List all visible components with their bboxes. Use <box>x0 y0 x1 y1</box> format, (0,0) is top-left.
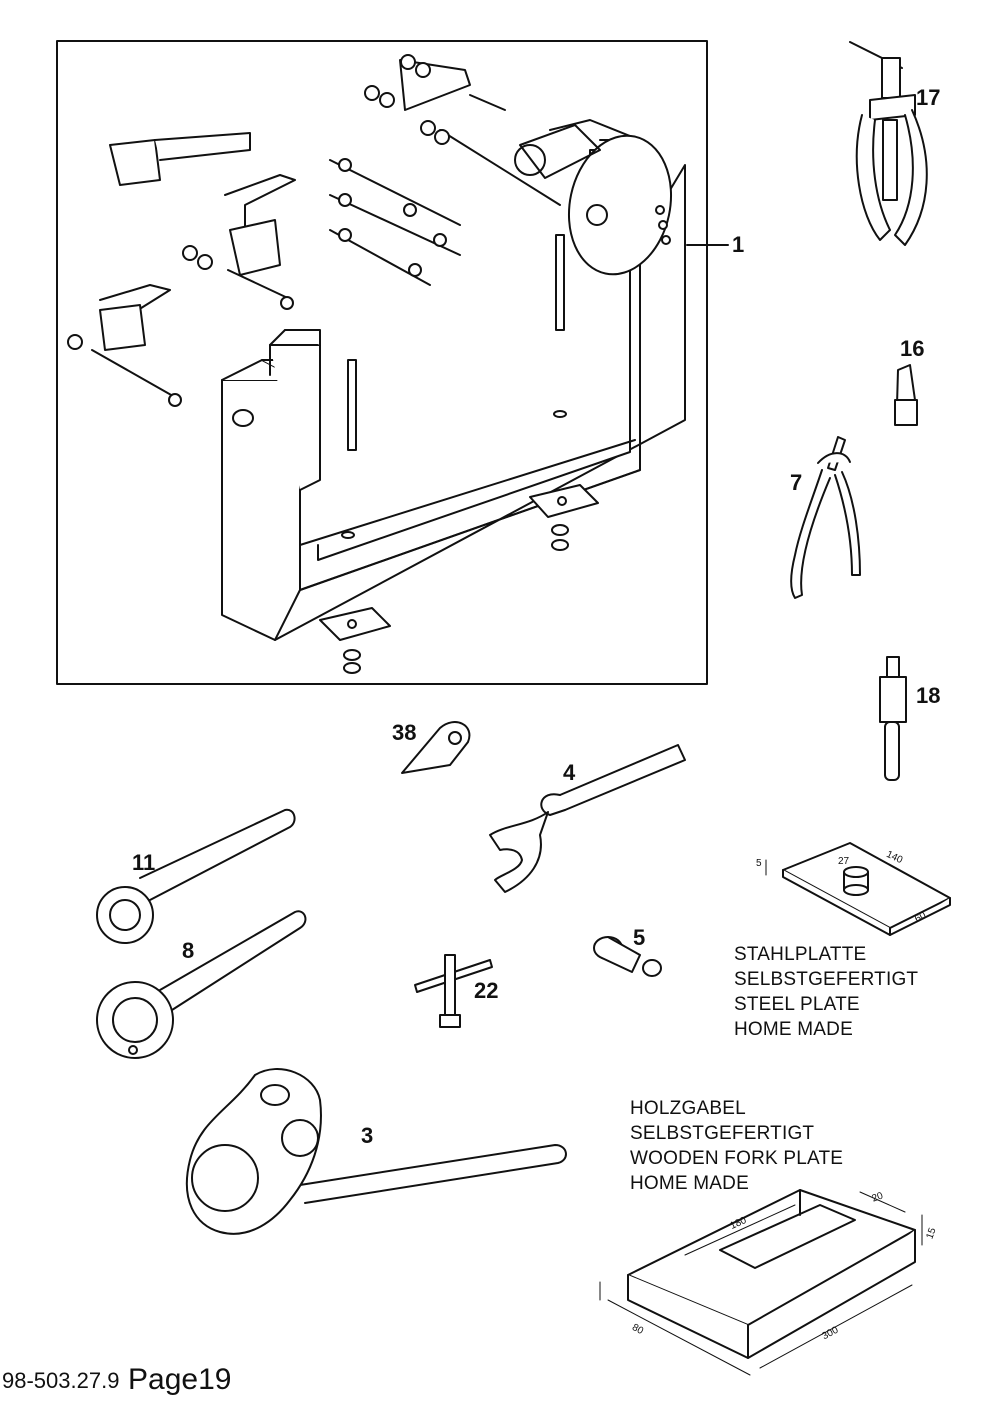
item-18-slide-hammer <box>879 656 907 781</box>
item-17-puller <box>849 41 928 246</box>
steel-plate-note-line-4: HOME MADE <box>734 1019 853 1040</box>
callout-4: 4 <box>563 760 576 785</box>
steel-plate-note-line-2: SELBSTGEFERTIGT <box>734 969 919 990</box>
wooden-fork-note-line-3: WOODEN FORK PLATE <box>630 1148 844 1169</box>
wooden-fork-drawing <box>599 1189 923 1376</box>
item-16-sealant <box>894 364 918 426</box>
item-3-holding-tool <box>185 1068 567 1235</box>
item-38-gauge <box>401 721 471 774</box>
callout-16: 16 <box>900 336 925 361</box>
steel-plate-dim-27: 27 <box>838 856 850 867</box>
item-5-adapter <box>593 936 662 977</box>
item-8-wrench <box>96 910 307 1059</box>
callout-17: 17 <box>916 85 941 110</box>
page-number: Page19 <box>128 1363 232 1396</box>
callout-22: 22 <box>474 978 499 1003</box>
wooden-fork-note-line-2: SELBSTGEFERTIGT <box>630 1123 815 1144</box>
item-4-hook-spanner <box>489 744 686 893</box>
callout-8: 8 <box>182 938 195 963</box>
item-7-pliers <box>790 436 861 599</box>
engine-stand-drawing <box>67 54 686 674</box>
callout-1: 1 <box>732 232 745 257</box>
wooden-fork-note-line-4: HOME MADE <box>630 1173 749 1194</box>
steel-plate-dim-5: 5 <box>756 858 762 869</box>
steel-plate-note-line-3: STEEL PLATE <box>734 994 860 1015</box>
callout-38: 38 <box>392 720 417 745</box>
callout-3: 3 <box>361 1123 374 1148</box>
item-11-wrench <box>96 808 296 944</box>
callout-5: 5 <box>633 925 646 950</box>
item-1-frame <box>56 40 708 685</box>
wooden-fork-note-line-1: HOLZGABEL <box>630 1098 746 1119</box>
callout-7: 7 <box>790 470 803 495</box>
document-code: 98-503.27.9 <box>2 1368 120 1393</box>
item-22-holder <box>414 954 493 1028</box>
wooden-fork-note: HOLZGABEL SELBSTGEFERTIGT WOODEN FORK PL… <box>630 1096 843 1196</box>
callout-11: 11 <box>132 850 156 875</box>
steel-plate-note-line-1: STAHLPLATTE <box>734 944 867 965</box>
callout-18: 18 <box>916 683 941 708</box>
steel-plate-note: STAHLPLATTE SELBSTGEFERTIGT STEEL PLATE … <box>734 942 918 1042</box>
steel-plate-drawing <box>765 842 951 936</box>
